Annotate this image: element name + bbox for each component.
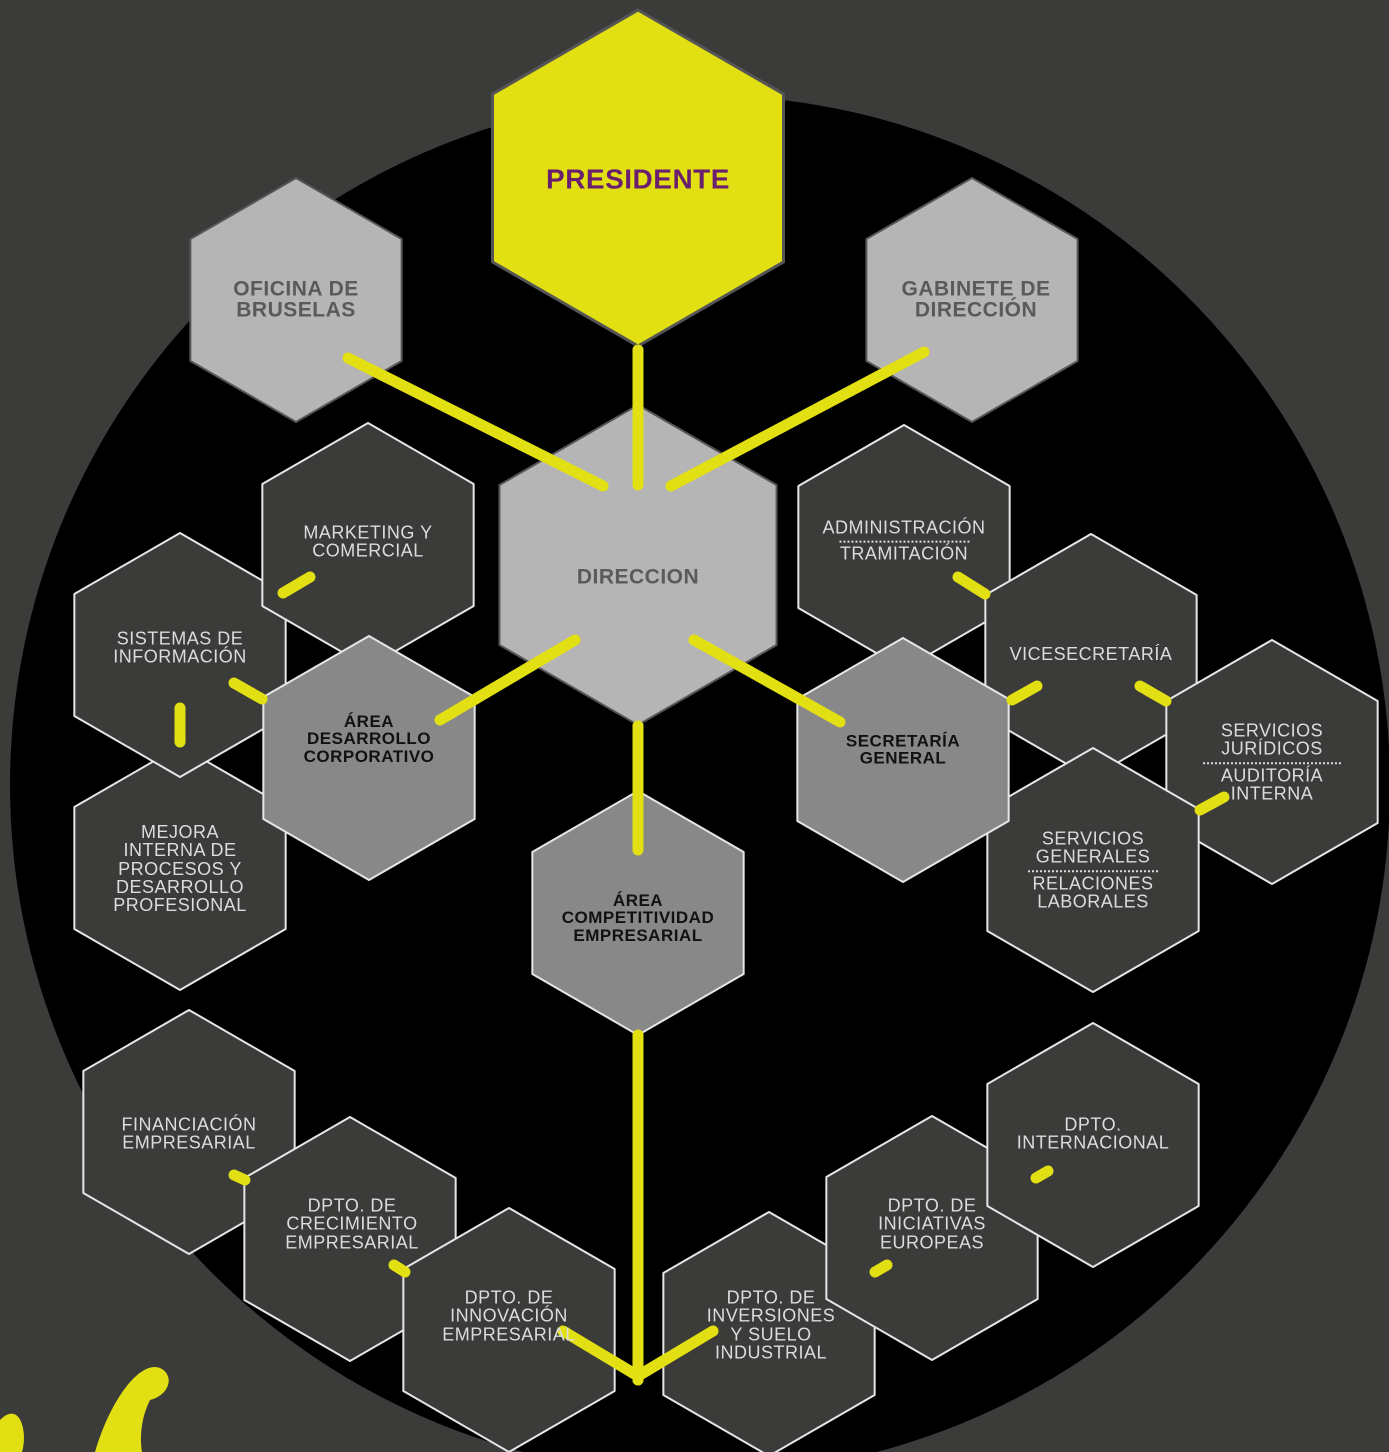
- generales-bottom2: LABORALES: [1037, 891, 1149, 912]
- administracion-top: ADMINISTRACIÓN: [822, 517, 986, 538]
- node-crecimiento: DPTO. DE CRECIMIENTO EMPRESARIAL: [285, 1196, 419, 1251]
- presidente-label: PRESIDENTE: [546, 163, 730, 195]
- node-vicesecretaria: VICESECRETARÍA: [1009, 643, 1173, 664]
- connector-sistemas-overlay: [228, 677, 268, 705]
- inversiones-line1: DPTO. DE: [726, 1287, 816, 1308]
- sistemas-line1: SISTEMAS DE: [116, 628, 244, 649]
- node-area-competitividad: ÁREA COMPETITIVIDAD EMPRESARIAL: [562, 892, 714, 944]
- connector-gabinete-direccion-overlay: [665, 346, 930, 492]
- administracion-bottom: TRAMITACIÓN: [839, 544, 969, 564]
- oficina-bruselas-line2: BRUSELAS: [236, 299, 356, 322]
- inversiones-line3: Y SUELO: [730, 1324, 812, 1344]
- area-competitividad-line3: EMPRESARIAL: [573, 925, 703, 945]
- vicesecretaria-label: VICESECRETARÍA: [1009, 643, 1173, 664]
- connectors-overlay: [174, 344, 1230, 1386]
- node-direccion: DIRECCION: [576, 565, 700, 589]
- marketing-line1: MARKETING Y: [303, 522, 433, 543]
- connector-juridicos-overlay: [1194, 791, 1230, 816]
- area-competitividad-line1: ÁREA: [612, 891, 664, 911]
- generales-bottom1: RELACIONES: [1032, 873, 1154, 893]
- financiacion-line1: FINANCIACIÓN: [121, 1114, 257, 1135]
- connector-vicesecretaria-left-overlay: [1006, 680, 1043, 706]
- inversiones-line4: INDUSTRIAL: [714, 1342, 827, 1363]
- direccion-label: DIRECCION: [576, 565, 700, 589]
- generales-top2: GENERALES: [1035, 846, 1151, 867]
- crecimiento-line2: CRECIMIENTO: [286, 1213, 418, 1234]
- innovacion-line2: INNOVACIÓN: [450, 1305, 568, 1326]
- innovacion-line3: EMPRESARIAL: [442, 1324, 576, 1345]
- crecimiento-line1: DPTO. DE: [307, 1195, 397, 1216]
- node-mejora: MEJORA INTERNA DE PROCESOS Y DESARROLLO …: [113, 823, 247, 915]
- hex-financiacion: [82, 1009, 296, 1255]
- node-generales: SERVICIOS GENERALES RELACIONES LABORALES: [1028, 828, 1158, 912]
- connector-direccion-desarrollo-overlay: [434, 634, 581, 726]
- connector-financiacion-overlay: [228, 1169, 251, 1186]
- internacional-line1: DPTO.: [1064, 1114, 1122, 1135]
- node-financiacion: FINANCIACIÓN EMPRESARIAL: [121, 1114, 257, 1153]
- gabinete-line2: DIRECCIÓN: [914, 299, 1038, 322]
- mejora-line1: MEJORA: [140, 822, 219, 843]
- hex-gabinete: [865, 177, 1079, 423]
- node-sistemas: SISTEMAS DE INFORMACIÓN: [113, 628, 247, 667]
- area-desarrollo-line1: ÁREA: [343, 712, 395, 732]
- node-marketing: MARKETING Y COMERCIAL: [303, 522, 433, 561]
- innovacion-line1: DPTO. DE: [464, 1287, 554, 1308]
- mejora-line5: PROFESIONAL: [113, 895, 247, 916]
- node-oficina-bruselas: OFICINA DE BRUSELAS: [233, 277, 359, 322]
- connector-administracion-overlay: [952, 571, 991, 600]
- juridicos-bottom2: INTERNA: [1230, 783, 1314, 804]
- node-administracion: ADMINISTRACIÓN TRAMITACIÓN: [822, 517, 986, 564]
- node-iniciativas: DPTO. DE INICIATIVAS EUROPEAS: [878, 1196, 986, 1251]
- node-secretaria: SECRETARÍA GENERAL: [845, 731, 961, 768]
- connector-direccion-secretaria-overlay: [688, 634, 846, 728]
- connector-iniciativas-overlay: [869, 1259, 893, 1278]
- connector-vicesecretaria-right-overlay: [1134, 680, 1172, 707]
- mejora-line4: DESARROLLO: [115, 877, 245, 898]
- sistemas-line2: INFORMACIÓN: [113, 647, 247, 667]
- juridicos-top2: JURÍDICOS: [1221, 738, 1323, 759]
- hex-internacional: [986, 1022, 1200, 1268]
- iniciativas-line1: DPTO. DE: [887, 1195, 977, 1216]
- node-presidente: PRESIDENTE: [546, 163, 730, 195]
- secretaria-line2: GENERAL: [859, 749, 947, 768]
- gabinete-line1: GABINETE DE: [901, 277, 1051, 301]
- juridicos-bottom1: AUDITORÍA: [1220, 765, 1324, 785]
- inversiones-line2: INVERSIONES: [706, 1305, 836, 1326]
- brand-swash-left: [0, 1413, 24, 1452]
- juridicos-separator: [1203, 762, 1341, 764]
- secretaria-line1: SECRETARÍA: [845, 731, 961, 751]
- connector-bruselas-direccion-overlay: [342, 352, 609, 492]
- area-desarrollo-line2: DESARROLLO: [307, 729, 431, 749]
- juridicos-top1: SERVICIOS: [1220, 720, 1324, 741]
- iniciativas-line2: INICIATIVAS: [878, 1213, 986, 1234]
- iniciativas-line3: EUROPEAS: [879, 1232, 985, 1253]
- connector-internacional-overlay: [1030, 1165, 1054, 1184]
- connector-crecimiento-overlay: [388, 1259, 411, 1278]
- marketing-line2: COMERCIAL: [312, 541, 424, 561]
- connector-marketing-overlay: [277, 571, 316, 599]
- node-inversiones: DPTO. DE INVERSIONES Y SUELO INDUSTRIAL: [706, 1287, 836, 1363]
- node-internacional: DPTO. INTERNACIONAL: [1016, 1114, 1170, 1153]
- crecimiento-line3: EMPRESARIAL: [285, 1232, 419, 1253]
- area-desarrollo-line3: CORPORATIVO: [303, 746, 435, 766]
- oficina-bruselas-line1: OFICINA DE: [233, 277, 359, 301]
- mejora-line3: PROCESOS Y: [118, 858, 242, 879]
- financiacion-line2: EMPRESARIAL: [122, 1133, 256, 1153]
- administracion-separator: [838, 541, 969, 543]
- mejora-line2: INTERNA DE: [123, 840, 237, 861]
- connector-trunk-inversiones-overlay: [632, 1325, 719, 1382]
- generales-top1: SERVICIOS: [1041, 828, 1145, 849]
- brand-swash-logo: [95, 1366, 169, 1452]
- node-innovacion: DPTO. DE INNOVACIÓN EMPRESARIAL: [442, 1288, 576, 1343]
- internacional-line2: INTERNACIONAL: [1016, 1133, 1170, 1153]
- generales-separator: [1028, 870, 1158, 872]
- area-competitividad-line2: COMPETITIVIDAD: [561, 908, 715, 928]
- node-gabinete: GABINETE DE DIRECCIÓN: [901, 277, 1051, 322]
- node-area-desarrollo: ÁREA DESARROLLO CORPORATIVO: [304, 713, 435, 765]
- connector-trunk-innovacion-overlay: [557, 1325, 644, 1382]
- node-juridicos: SERVICIOS JURÍDICOS AUDITORÍA INTERNA: [1203, 720, 1341, 804]
